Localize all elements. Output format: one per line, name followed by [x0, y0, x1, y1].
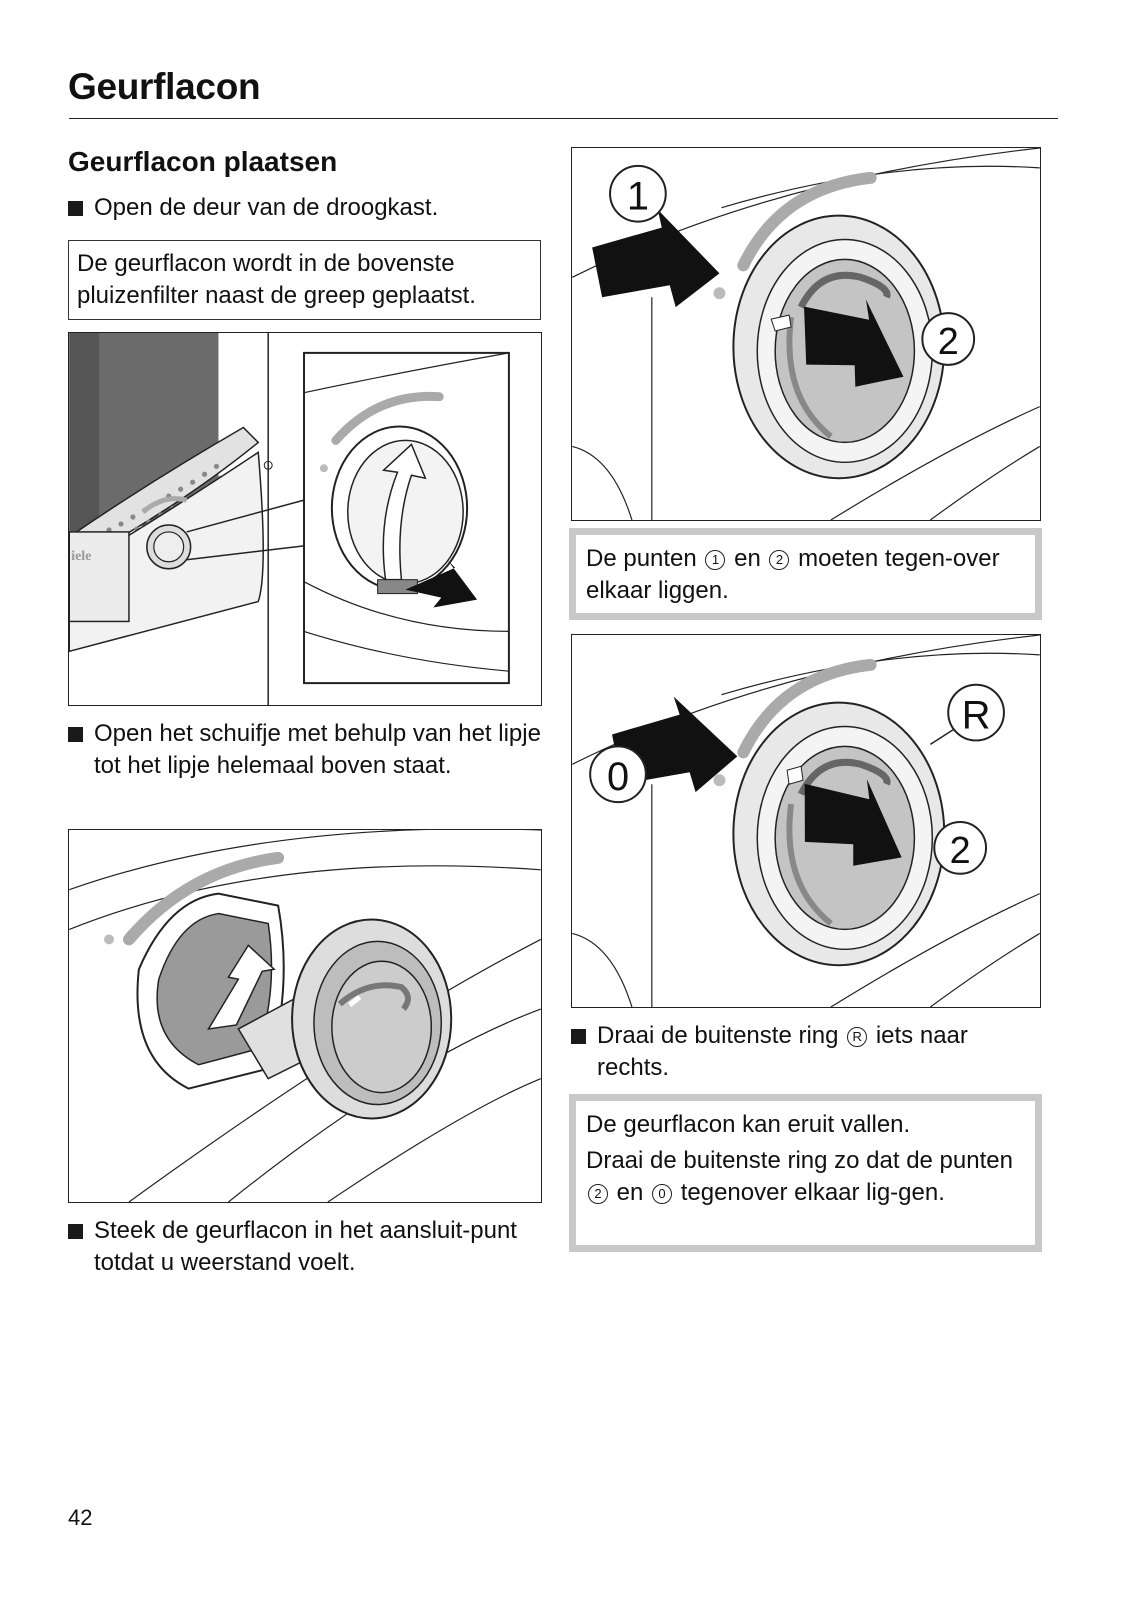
dryer-illustration: iele: [69, 333, 510, 705]
note-align-dots: De punten 1 en 2 moeten tegen-over elkaa…: [569, 528, 1042, 620]
figure-rotate-ring: R 0 2: [571, 634, 1041, 1008]
marker-0-label: 0: [607, 755, 629, 799]
step-insert-flacon: Steek de geurflacon in het aansluit-punt…: [68, 1215, 543, 1279]
align-dots-illustration: 1 2: [572, 148, 1040, 520]
note-text: Draai de buitenste ring zo dat de punten: [586, 1147, 1013, 1174]
note-text: moeten tegen-over elkaar liggen.: [586, 545, 1000, 604]
bullet-square-icon: [68, 201, 83, 216]
step-text: Draai de buitenste ring R iets naar rech…: [597, 1020, 1041, 1084]
note-text: De punten: [586, 545, 697, 572]
page-number: 42: [68, 1505, 93, 1530]
note-warning-line: De geurflacon kan eruit vallen.: [586, 1111, 911, 1138]
step-text: Steek de geurflacon in het aansluit-punt…: [94, 1217, 517, 1276]
note-text: tegenover elkaar lig-gen.: [680, 1179, 945, 1206]
brand-logo: iele: [71, 549, 91, 564]
step-text-part: Draai de buitenste ring: [597, 1022, 839, 1049]
step-text-part: iets naar rechts.: [597, 1022, 968, 1081]
flacon-insert-illustration: [69, 830, 541, 1202]
step-rotate-ring: Draai de buitenste ring R iets naar rech…: [571, 1020, 1041, 1084]
bullet-square-icon: [68, 727, 83, 742]
circled-0-symbol: 0: [652, 1184, 673, 1204]
marker-2-label: 2: [938, 321, 959, 363]
note-text: en: [616, 1179, 644, 1206]
note-flacon-may-fall: De geurflacon kan eruit vallen. Draai de…: [569, 1094, 1042, 1252]
circled-r-symbol: R: [847, 1027, 868, 1047]
note-lint-filter: De geurflacon wordt in de bovenste pluiz…: [68, 240, 541, 320]
bullet-square-icon: [571, 1029, 586, 1044]
step-text: Open de deur van de droogkast.: [94, 194, 439, 221]
step-text: Open het schuifje met behulp van het lip…: [94, 720, 541, 779]
page-title: Geurflacon: [68, 66, 261, 107]
figure-align-dots: 1 2: [571, 147, 1041, 521]
step-open-door: Open de deur van de droogkast.: [68, 192, 543, 224]
circled-2-symbol: 2: [769, 550, 790, 570]
section-title: Geurflacon plaatsen: [68, 146, 338, 177]
figure-dryer-filter: iele: [68, 332, 542, 706]
rotate-ring-illustration: R 0 2: [572, 635, 1040, 1007]
title-divider: [69, 118, 1058, 119]
marker-1-label: 1: [627, 175, 649, 219]
step-open-slider: Open het schuifje met behulp van het lip…: [68, 718, 543, 782]
figure-insert-flacon: [68, 829, 542, 1203]
circled-1-symbol: 1: [705, 550, 726, 570]
marker-r-label: R: [962, 693, 991, 737]
marker-2-label: 2: [950, 830, 971, 872]
bullet-square-icon: [68, 1224, 83, 1239]
circled-2-symbol: 2: [588, 1184, 608, 1204]
note-text: en: [734, 545, 761, 572]
